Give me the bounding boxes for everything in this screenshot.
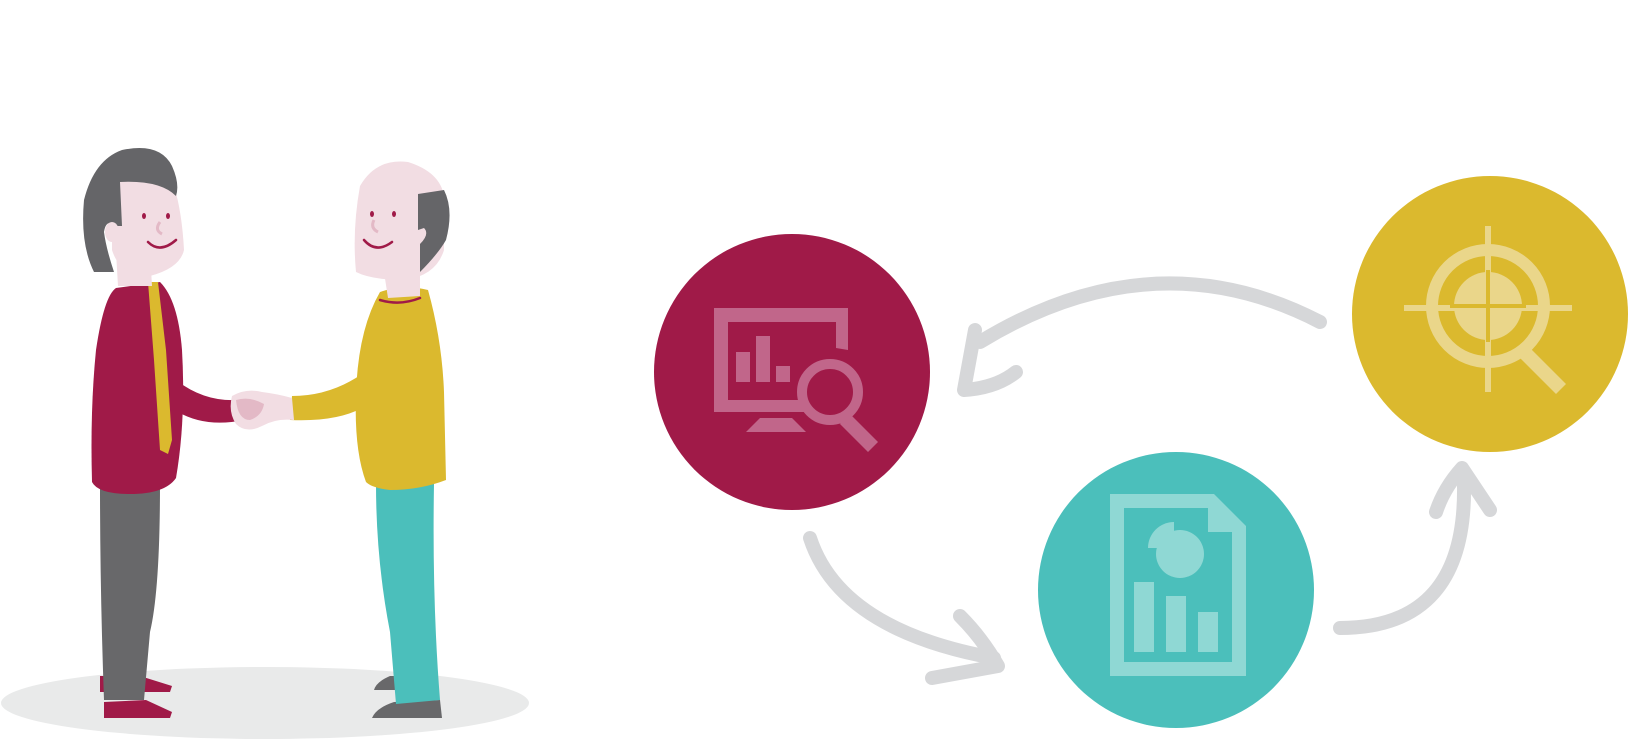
target-crosshair-icon <box>1404 226 1572 394</box>
right-person-eye-left <box>370 211 374 217</box>
left-person-trousers <box>100 484 160 700</box>
arrow-monitor-to-report-head <box>925 609 1005 685</box>
left-person-front-shoe <box>104 700 172 718</box>
right-person-mouth <box>362 238 394 249</box>
right-person-collar <box>378 296 422 304</box>
monitor-search-icon <box>714 308 878 452</box>
monitor-search-node <box>654 234 930 510</box>
right-person-hair <box>418 190 450 272</box>
report-document-node <box>1038 452 1314 728</box>
target-crosshair-node <box>1352 176 1628 452</box>
right-person-arm <box>290 374 362 421</box>
cycle-arrows <box>803 276 1497 685</box>
left-person-eye-right <box>166 213 170 219</box>
arrow-target-to-monitor-head <box>957 323 1023 397</box>
left-person-ear <box>105 222 119 242</box>
left-person-nose <box>155 221 163 236</box>
arrow-target-to-monitor <box>973 276 1327 349</box>
left-person-hair <box>83 148 178 272</box>
report-document-icon <box>1110 494 1246 676</box>
handshake-illustration <box>1 148 529 739</box>
right-person-jacket <box>355 287 446 490</box>
left-person-mouth <box>146 238 178 249</box>
left-person-head <box>112 172 184 276</box>
left-person <box>83 148 244 718</box>
right-person-nose <box>371 219 379 234</box>
right-person <box>290 161 450 718</box>
left-person-eye-left <box>142 213 146 219</box>
arrow-report-to-target-head <box>1429 461 1497 519</box>
arrow-report-to-target <box>1333 479 1472 635</box>
right-person-front-shoe <box>372 700 442 718</box>
arrow-monitor-to-report <box>803 531 1001 665</box>
right-person-trousers <box>376 484 440 704</box>
right-person-eye-right <box>392 211 396 217</box>
left-person-jacket <box>91 282 184 494</box>
ground-shadow <box>1 667 529 739</box>
left-person-tie <box>148 282 172 454</box>
clasped-hands <box>230 390 294 430</box>
left-person-arm <box>176 380 244 423</box>
